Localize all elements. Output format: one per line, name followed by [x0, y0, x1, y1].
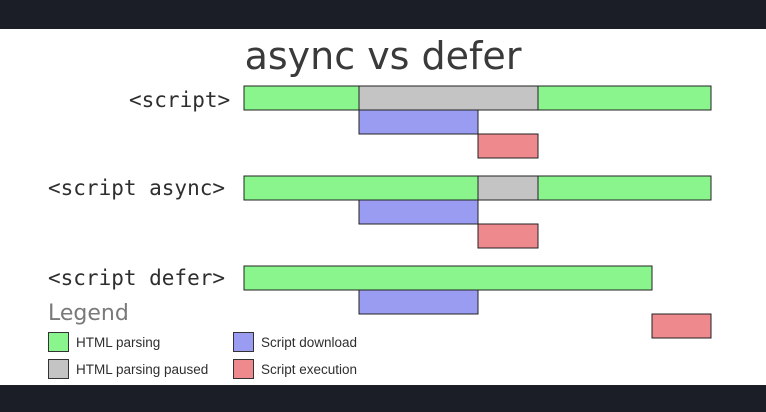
- legend-swatch-html-parsing-paused: [48, 359, 69, 379]
- slide: async vs defer <script> <script async> <…: [0, 29, 766, 385]
- segment-script-download-row0-3: [358, 109, 479, 135]
- legend-swatch-script-execution: [233, 359, 254, 379]
- slide-title: async vs defer: [244, 34, 522, 78]
- legend-label-html-parsing-paused: HTML parsing paused: [76, 362, 209, 377]
- legend-title: Legend: [48, 301, 129, 326]
- bottom-letterbox-bar: [0, 385, 766, 412]
- segment-script-execution-row1-4: [477, 223, 539, 249]
- segment-html-parsing-row1-2: [537, 175, 712, 201]
- row-label-script-defer: <script defer>: [48, 266, 226, 290]
- segment-html-parsing-row0-0: [243, 85, 360, 111]
- segment-script-download-row2-1: [358, 289, 479, 315]
- segment-html-parsing-row2-0: [243, 265, 653, 291]
- row-label-script-async: <script async>: [48, 176, 226, 200]
- segment-html-parsing-paused-row1-1: [477, 175, 539, 201]
- segment-html-parsing-paused-row0-1: [358, 85, 539, 111]
- top-letterbox-bar: [0, 0, 766, 29]
- legend-label-script-download: Script download: [261, 335, 358, 350]
- legend-swatch-html-parsing: [48, 332, 69, 352]
- segment-script-download-row1-3: [358, 199, 479, 225]
- legend-label-script-execution: Script execution: [261, 362, 358, 377]
- legend-swatch-script-download: [233, 332, 254, 352]
- legend-label-html-parsing: HTML parsing: [76, 335, 161, 350]
- segment-html-parsing-row0-2: [537, 85, 712, 111]
- segment-script-execution-row2-2: [651, 313, 712, 339]
- segment-html-parsing-row1-0: [243, 175, 479, 201]
- timeline-diagram: [243, 85, 712, 339]
- row-label-script: <script>: [129, 88, 231, 112]
- segment-script-execution-row0-4: [477, 133, 539, 159]
